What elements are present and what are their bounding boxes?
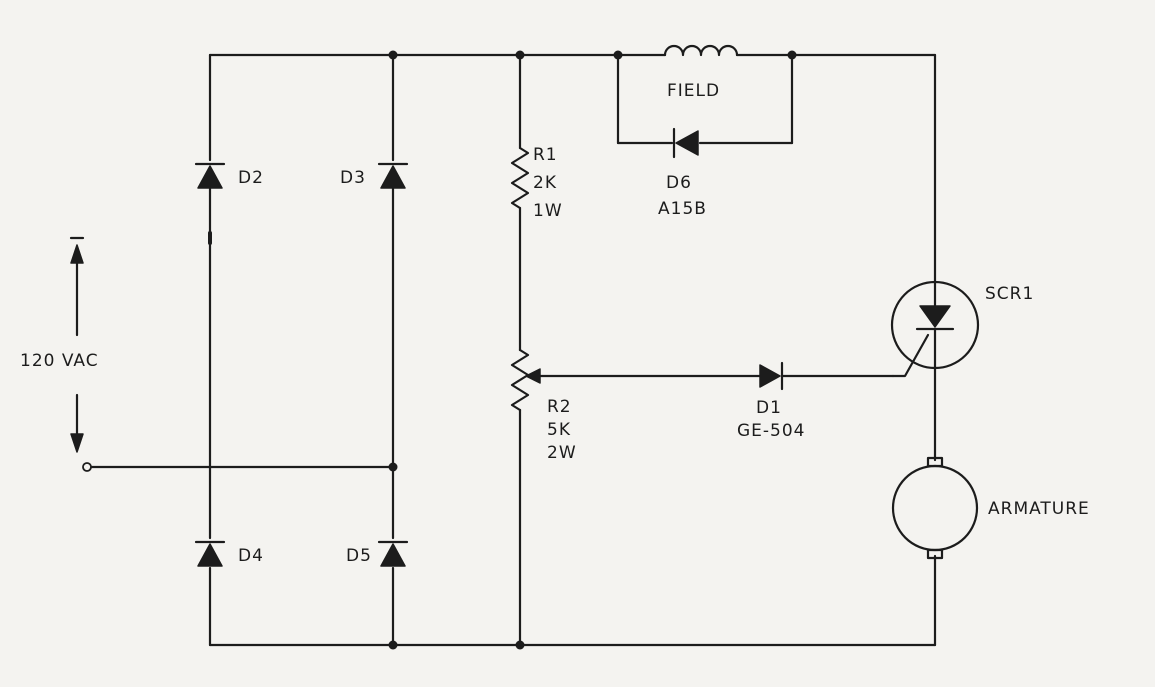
diode-symbol-icon [197,165,223,189]
resistor-r1: R1 2K 1W [510,145,563,221]
r1-power: 1W [533,201,563,221]
junction-dot [388,50,398,60]
diode-d6: D6 A15B [658,127,707,219]
d1-name: D1 [756,398,782,418]
r1-name: R1 [533,145,558,165]
arrow-down-icon [70,433,84,453]
diode-symbol-icon [759,364,781,388]
diode-symbol-icon [675,130,699,156]
gate-lead [891,333,930,378]
d1-part: GE-504 [737,421,806,441]
diode-d3: D3 [340,162,409,189]
input-terminal [82,462,92,472]
r2-power: 2W [547,443,577,463]
r2-value: 5K [547,420,571,440]
diode-d3-label: D3 [340,168,366,188]
field-label: FIELD [667,81,720,101]
arrow-up-icon [70,244,84,264]
scr1: SCR1 [890,280,1034,378]
r2-name: R2 [547,397,572,417]
diode-d5: D5 [346,540,409,567]
source-label: 120 VAC [20,351,99,371]
diode-d2: D2 [194,162,264,189]
armature: ARMATURE [891,456,1090,560]
diode-d4-label: D4 [238,546,264,566]
d6-name: D6 [666,173,692,193]
diode-d4: D4 [194,540,264,567]
coil-icon [663,44,739,57]
resistor-zigzag-icon [510,348,530,412]
diode-symbol-icon [380,165,406,189]
diode-symbol-icon [380,543,406,567]
armature-label: ARMATURE [988,499,1090,519]
diode-symbol-icon [197,543,223,567]
junction-dot [388,640,398,650]
junction-dots [388,50,797,650]
wiper-arrow-icon [525,368,541,384]
scr-name: SCR1 [985,284,1034,304]
diode-d1: D1 GE-504 [737,361,806,441]
motor-armature-icon [891,464,979,552]
resistor-zigzag-icon [510,146,530,210]
junction-dot [515,640,525,650]
diode-d5-label: D5 [346,546,372,566]
junction-dot [388,462,398,472]
r1-value: 2K [533,173,557,193]
diode-d2-label: D2 [238,168,264,188]
ac-source: 120 VAC [20,236,99,472]
scr-symbol-icon [919,305,951,328]
d6-part: A15B [658,199,707,219]
field-winding: FIELD [616,44,794,101]
wiring [88,53,937,647]
junction-dot [515,50,525,60]
potentiometer-r2: R2 5K 2W [510,348,577,463]
